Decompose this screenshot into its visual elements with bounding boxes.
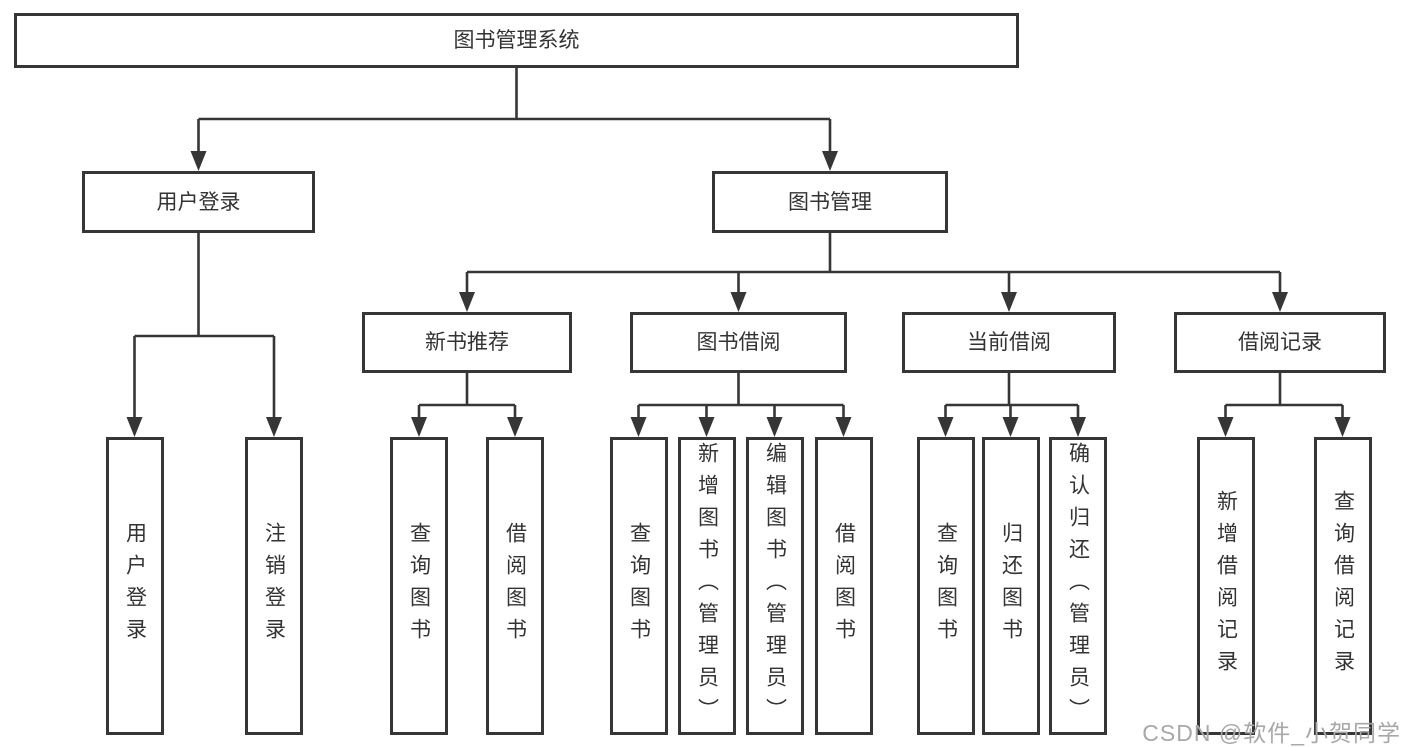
leaf-add-book-admin: 新增图书（管理员） [678, 437, 736, 735]
node-borrowing-records: 借阅记录 [1174, 312, 1386, 373]
node-current-borrowing: 当前借阅 [902, 312, 1116, 373]
leaf-edit-book-admin: 编辑图书（管理员） [746, 437, 804, 735]
node-book-borrowing: 图书借阅 [630, 312, 847, 373]
leaf-add-borrow-record: 新增借阅记录 [1197, 437, 1255, 735]
leaf-confirm-return-admin: 确认归还（管理员） [1049, 437, 1107, 735]
leaf-query-books-recommend: 查询图书 [390, 437, 448, 735]
leaf-query-books-borrowing: 查询图书 [610, 437, 668, 735]
leaf-query-borrow-record: 查询借阅记录 [1314, 437, 1372, 735]
node-book-management: 图书管理 [712, 171, 948, 233]
leaf-user-login: 用户登录 [106, 437, 164, 735]
leaf-return-book: 归还图书 [982, 437, 1040, 735]
watermark-text: CSDN @软件_小贺同学 [1142, 720, 1401, 746]
node-user-login: 用户登录 [82, 171, 315, 233]
leaf-query-books-current: 查询图书 [917, 437, 975, 735]
node-new-book-recommend: 新书推荐 [362, 312, 572, 373]
leaf-logout: 注销登录 [245, 437, 303, 735]
leaf-borrow-books-recommend: 借阅图书 [486, 437, 544, 735]
node-library-management-system: 图书管理系统 [14, 13, 1019, 68]
leaf-borrow-books-borrowing: 借阅图书 [815, 437, 873, 735]
